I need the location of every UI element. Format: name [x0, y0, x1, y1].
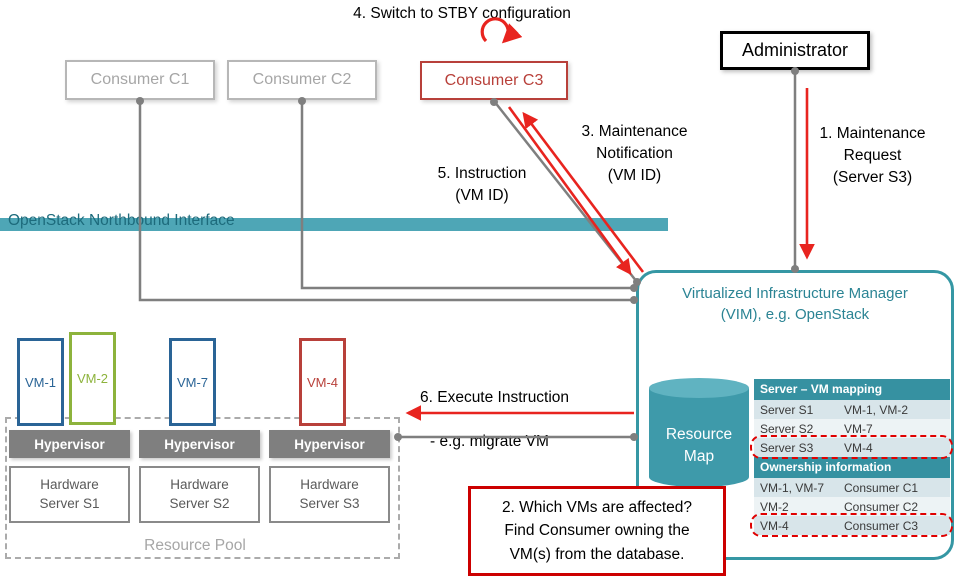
cell-vms: VM-1, VM-7 [760, 480, 825, 495]
ownership-table: Ownership information VM-1, VM-7 Consume… [754, 457, 950, 535]
cylinder-body [649, 388, 749, 487]
hardware-server-s1: Hardware Server S1 [9, 466, 130, 523]
hardware-server-s3: Hardware Server S3 [269, 466, 390, 523]
step1-label: 1. Maintenance Request (Server S3) [819, 125, 926, 186]
cell-vms: VM-7 [844, 421, 873, 436]
vm-1-box: VM-1 [17, 338, 64, 426]
table-row: VM-1, VM-7 Consumer C1 [754, 478, 950, 497]
table-row: Server S1 VM-1, VM-2 [754, 400, 950, 419]
hypervisor-1: Hypervisor [9, 430, 130, 458]
table-row: VM-4 Consumer C3 [754, 516, 950, 535]
resource-map-cylinder-icon [649, 378, 749, 487]
step4-label: 4. Switch to STBY configuration [353, 5, 571, 22]
cell-consumer: Consumer C2 [844, 499, 919, 514]
server-vm-mapping-table: Server – VM mapping Server S1 VM-1, VM-2… [754, 379, 950, 457]
northbound-interface-label: OpenStack Northbound Interface [8, 212, 235, 229]
table-header: Server – VM mapping [754, 379, 950, 400]
resource-pool-label: Resource Pool [144, 537, 246, 554]
consumer-c3-box: Consumer C3 [420, 61, 568, 100]
hypervisor-2: Hypervisor [139, 430, 260, 458]
vm-4-box: VM-4 [299, 338, 346, 426]
step6-line1: 6. Execute Instruction [420, 389, 570, 406]
highlight-vm4-row [750, 513, 953, 537]
table-row: Server S3 VM-4 [754, 438, 950, 457]
cell-server: Server S3 [760, 440, 814, 455]
cell-vms: VM-2 [760, 499, 789, 514]
highlight-server-s3-row [750, 435, 953, 459]
step5-label: 5. Instruction (VM ID) [437, 165, 527, 204]
cell-consumer: Consumer C1 [844, 480, 919, 495]
step6-line2: - e.g. migrate VM [430, 433, 549, 450]
cell-vms: VM-4 [760, 518, 789, 533]
consumer-c1-box: Consumer C1 [65, 60, 215, 100]
cell-vms: VM-4 [844, 440, 873, 455]
administrator-box: Administrator [720, 31, 870, 70]
cell-vms: VM-1, VM-2 [844, 402, 909, 417]
table-row: VM-2 Consumer C2 [754, 497, 950, 516]
step6-label: 6. Execute Instruction - e.g. migrate VM [420, 365, 615, 475]
vim-title: Virtualized Infrastructure Manager (VIM)… [682, 285, 908, 323]
step2-note-box: 2. Which VMs are affected? Find Consumer… [468, 486, 726, 576]
vm-7-box: VM-7 [169, 338, 216, 426]
cylinder-top [649, 378, 749, 398]
hypervisor-3: Hypervisor [269, 430, 390, 458]
cell-consumer: Consumer C3 [844, 518, 919, 533]
hardware-server-s2: Hardware Server S2 [139, 466, 260, 523]
table-row: Server S2 VM-7 [754, 419, 950, 438]
consumer-c2-box: Consumer C2 [227, 60, 377, 100]
cell-server: Server S2 [760, 421, 814, 436]
step3-label: 3. Maintenance Notification (VM ID) [581, 123, 688, 184]
table-header: Ownership information [754, 457, 950, 478]
resource-map-label: Resource Map [665, 426, 733, 465]
vm-2-box: VM-2 [69, 332, 116, 425]
cell-server: Server S1 [760, 402, 814, 417]
